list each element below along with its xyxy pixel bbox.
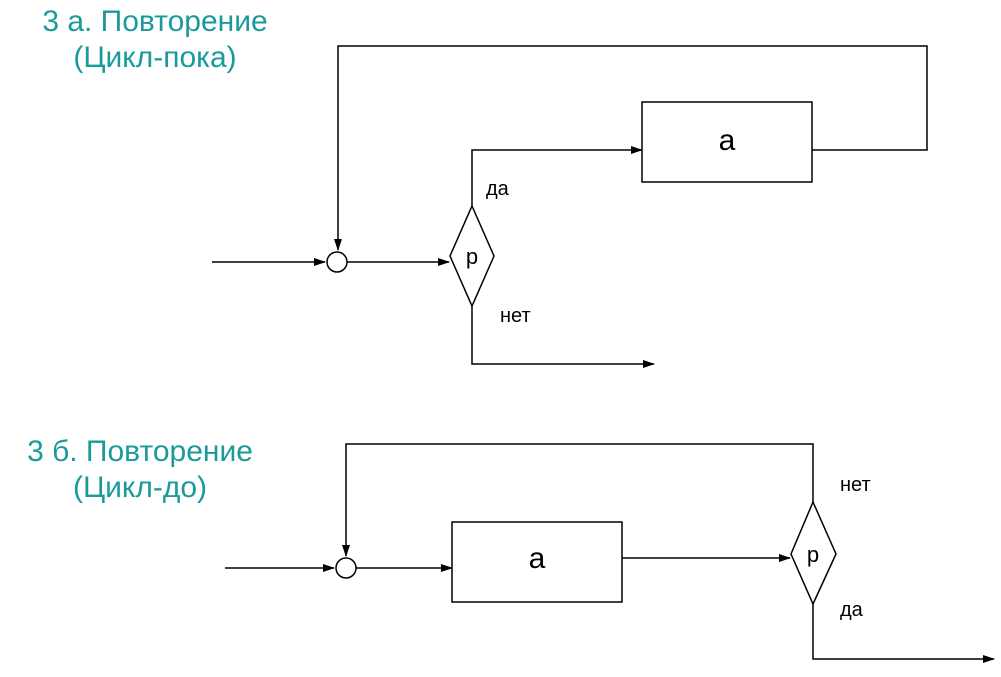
diagram-b-title-line2: (Цикл-до) [72,471,208,504]
diagram-b-loop-back-arrow [342,443,814,557]
diagram-b-yes-exit-arrow [812,604,995,663]
diagram-a-block-label: а [719,124,736,157]
diagram-a-title: 3 а. Повторение (Цикл-пока) [0,4,310,76]
diagram-a-title-line2: (Цикл-пока) [73,41,237,74]
diagram-a-no-label: нет [500,305,531,327]
diagram-b-yes-label: да [840,599,864,621]
diagram-b-process-block [451,521,623,603]
diagram-b: а p нет да [225,443,995,663]
diagram-b-condition-label: p [807,542,819,567]
diagram-a-loop-back-arrow [334,45,928,251]
diagram-b-no-label: нет [840,474,871,496]
diagram-a: p да а нет [212,45,928,368]
diagram-b-title-line1: 3 б. Повторение [27,435,253,468]
diagram-b-title: 3 б. Повторение (Цикл-до) [0,434,295,506]
diagram-a-process-block [641,101,813,183]
diagram-a-no-arrow [471,306,655,368]
diagram-a-title-line1: 3 а. Повторение [42,5,268,38]
diagram-a-yes-label: да [486,178,510,200]
diagram-b-junction [335,557,357,579]
diagram-a-yes-arrow [471,146,643,206]
diagram-a-condition-label: p [466,244,478,269]
diagram-a-junction [326,251,348,273]
diagram-b-block-label: а [529,542,546,575]
